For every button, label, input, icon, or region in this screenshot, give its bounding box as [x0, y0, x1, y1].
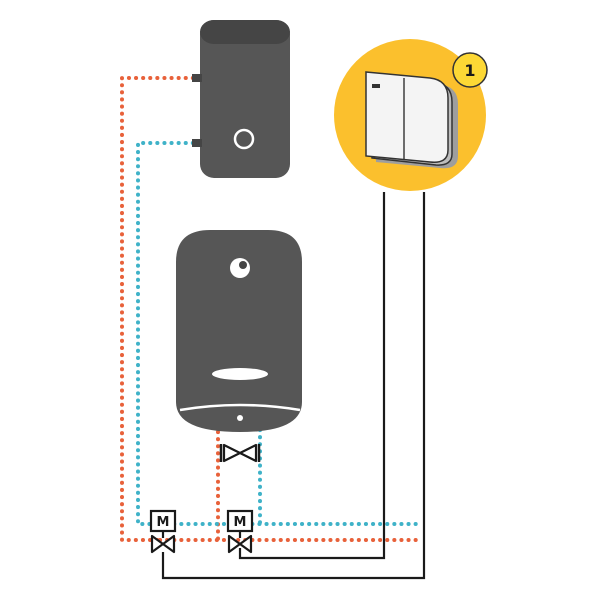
upper-tank-hot-port	[192, 74, 202, 82]
upper-tank-gauge	[233, 128, 255, 150]
motorized-valve-bowtie	[227, 534, 253, 554]
upper-tank-body	[200, 20, 290, 178]
boiler-indicator-light	[212, 368, 268, 380]
wire-to-left-valve	[161, 192, 426, 580]
badge-number: 1	[464, 61, 475, 80]
motorized-valve-letter: M	[157, 515, 170, 530]
motorized-valve-right: M	[226, 509, 254, 554]
boiler-thermostat-dial	[239, 261, 247, 269]
manual-valve-bowtie	[222, 443, 258, 463]
wire-to-right-valve	[238, 192, 386, 560]
hot-water-pipes	[120, 76, 422, 542]
switch-logo-mark	[372, 84, 380, 88]
control-wires	[161, 192, 426, 580]
switch-face	[365, 71, 449, 163]
boiler-thermostat-icon	[230, 258, 250, 278]
smart-switch-icon	[365, 71, 458, 169]
motorized-valve-left: M	[149, 509, 177, 554]
electric-boiler	[176, 230, 302, 432]
upper-storage-tank	[192, 20, 290, 178]
boiler-drain-dot	[237, 415, 243, 421]
hot-pipe-upper-tank-loop	[120, 76, 202, 542]
motorized-valve-letter: M	[234, 515, 247, 530]
upper-tank-top-cap	[200, 20, 290, 44]
controller-highlight: 1	[334, 39, 488, 191]
badge-circle	[452, 52, 488, 88]
boiler-bottom-band	[179, 403, 301, 412]
manual-valve-icon	[219, 443, 261, 463]
boiler-body	[176, 230, 302, 432]
upper-tank-cold-port	[192, 139, 202, 147]
cold-pipe-upper-tank-loop	[136, 141, 202, 526]
motorized-valve-bowtie	[150, 534, 176, 554]
